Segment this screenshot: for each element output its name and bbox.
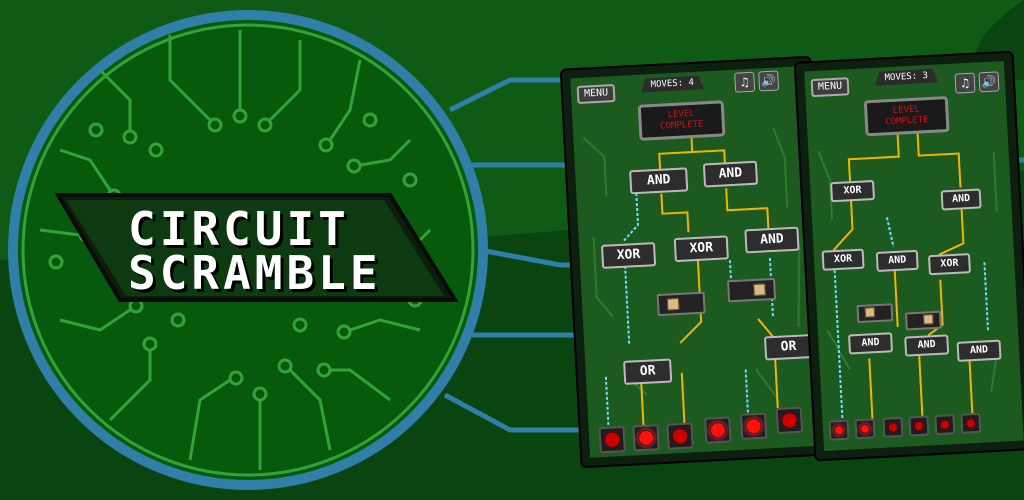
gate-and[interactable]: AND (848, 332, 894, 355)
phone-screenshot-1: MENU MOVES: 4 ♫ 🔊 LEVEL COMPLETE AND AND… (561, 57, 831, 467)
input-button[interactable] (960, 412, 982, 434)
input-button[interactable] (775, 406, 804, 434)
switch-knob (923, 314, 934, 325)
gate-xor[interactable]: XOR (830, 179, 876, 203)
input-button[interactable] (854, 418, 876, 440)
gate-xor[interactable]: XOR (821, 248, 865, 271)
toggle-switch[interactable] (856, 303, 894, 324)
gate-and[interactable]: AND (940, 188, 982, 211)
gate-and[interactable]: AND (956, 339, 1002, 362)
input-button[interactable] (704, 416, 732, 444)
title-line-1: CIRCUIT (128, 202, 350, 256)
gate-and[interactable]: AND (904, 334, 950, 357)
menu-button[interactable]: MENU (810, 77, 850, 98)
status-display: LEVEL COMPLETE (637, 100, 726, 141)
input-button[interactable] (828, 419, 850, 441)
sound-toggle-icon[interactable]: 🔊 (758, 70, 780, 92)
switch-knob (753, 283, 766, 297)
input-button[interactable] (632, 424, 660, 452)
toggle-switch[interactable] (727, 277, 777, 303)
gate-and[interactable]: AND (702, 160, 759, 188)
sound-toggle-icon[interactable]: 🔊 (978, 71, 1000, 93)
switch-knob (666, 297, 680, 311)
gate-or[interactable]: OR (763, 334, 814, 361)
gate-and[interactable]: AND (875, 249, 919, 272)
gate-xor[interactable]: XOR (927, 253, 971, 276)
gate-and[interactable]: AND (744, 226, 800, 254)
gate-xor[interactable]: XOR (600, 242, 657, 269)
input-button[interactable] (882, 416, 904, 438)
toggle-switch[interactable] (904, 310, 942, 331)
gate-or[interactable]: OR (623, 358, 673, 385)
input-button[interactable] (908, 415, 930, 437)
status-display: LEVEL COMPLETE (863, 96, 950, 137)
input-button[interactable] (598, 425, 626, 454)
input-button[interactable] (666, 422, 694, 450)
phone-screenshot-2: MENU MOVES: 3 ♫ 🔊 LEVEL COMPLETE XOR AND… (795, 52, 1024, 460)
switch-knob (864, 307, 876, 318)
gate-xor[interactable]: XOR (673, 235, 729, 263)
toggle-switch[interactable] (656, 291, 706, 317)
music-toggle-icon[interactable]: ♫ (734, 71, 756, 93)
music-toggle-icon[interactable]: ♫ (954, 72, 976, 94)
title-line-2: SCRAMBLE (128, 246, 382, 300)
menu-button[interactable]: MENU (576, 84, 616, 104)
gate-and[interactable]: AND (629, 167, 689, 195)
input-button[interactable] (934, 414, 956, 436)
input-button[interactable] (740, 412, 768, 440)
